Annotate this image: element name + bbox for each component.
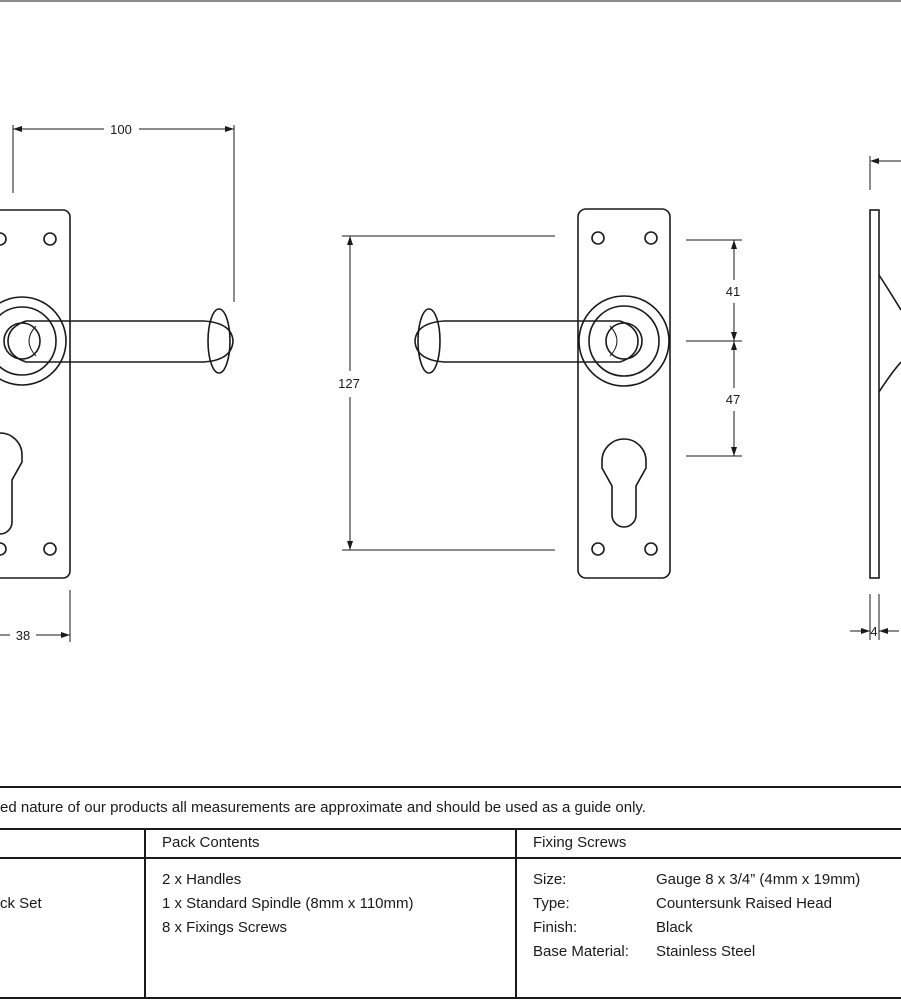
dimension-plate-width: 38 xyxy=(0,590,71,643)
dimension-fixing-centres: 127 xyxy=(338,235,555,551)
left-rose-outer xyxy=(0,296,67,386)
screw-spec-label: Size: xyxy=(533,871,567,888)
screw-spec-value: Gauge 8 x 3/4” (4mm x 19mm) xyxy=(656,871,861,888)
middle-lever-end xyxy=(417,308,441,374)
screw-spec-value: Stainless Steel xyxy=(656,943,756,960)
pack-contents-item: 2 x Handles xyxy=(162,871,242,888)
info-panel: ed nature of our products all measuremen… xyxy=(0,786,901,1001)
left-screw-hole xyxy=(0,542,7,556)
middle-screw-hole xyxy=(644,231,658,245)
left-screw-hole xyxy=(0,232,7,246)
left-lever-handle xyxy=(7,320,234,363)
disclaimer-text: ed nature of our products all measuremen… xyxy=(0,799,646,816)
dim-label: 47 xyxy=(726,392,740,407)
left-screw-hole xyxy=(43,232,57,246)
side-rose-profile xyxy=(878,361,901,393)
pack-contents-item: 8 x Fixings Screws xyxy=(162,919,288,936)
dim-label: 100 xyxy=(110,122,132,137)
screw-spec-label: Type: xyxy=(533,895,570,912)
fixing-screws-header: Fixing Screws xyxy=(533,834,627,851)
screw-spec-value: Black xyxy=(656,919,693,936)
dimension-plate-thickness: 4 xyxy=(850,594,899,640)
dim-label: 38 xyxy=(16,628,30,643)
pack-contents-header: Pack Contents xyxy=(162,834,260,851)
middle-rose-inner xyxy=(588,305,660,377)
dimension-upper-offset: 41 xyxy=(686,239,742,342)
info-table-grid xyxy=(0,786,901,999)
middle-screw-hole xyxy=(591,542,605,556)
middle-rose-outer xyxy=(578,295,670,387)
product-name-fragment: ck Set xyxy=(0,895,42,912)
dim-label: 4 xyxy=(870,624,877,639)
dim-label: 41 xyxy=(726,284,740,299)
screw-spec-label: Base Material: xyxy=(533,943,629,960)
screw-spec-value: Countersunk Raised Head xyxy=(656,895,832,912)
left-rose-inner xyxy=(0,306,57,376)
middle-rose-boss xyxy=(605,322,643,360)
left-euro-cylinder-cutout xyxy=(0,432,23,535)
left-backplate xyxy=(0,209,71,579)
left-lever-neck xyxy=(28,325,37,357)
middle-screw-hole xyxy=(591,231,605,245)
right-side-view xyxy=(869,156,901,579)
middle-backplate xyxy=(577,208,671,579)
middle-front-view xyxy=(414,208,671,579)
middle-screw-hole xyxy=(644,542,658,556)
side-rose-profile xyxy=(878,274,901,311)
middle-lever-handle xyxy=(414,320,639,363)
left-lever-end xyxy=(207,308,231,374)
side-backplate xyxy=(869,209,880,579)
left-rose-boss xyxy=(3,322,41,360)
middle-euro-cylinder-cutout xyxy=(601,438,647,528)
dimension-handle-length: 100 xyxy=(12,122,235,302)
pack-contents-item: 1 x Standard Spindle (8mm x 110mm) xyxy=(162,895,414,912)
dimension-lower-offset: 47 xyxy=(686,341,742,457)
left-front-view xyxy=(0,209,234,579)
screw-spec-label: Finish: xyxy=(533,919,578,936)
middle-lever-neck xyxy=(609,325,618,357)
left-screw-hole xyxy=(43,542,57,556)
dim-label: 127 xyxy=(338,376,360,391)
